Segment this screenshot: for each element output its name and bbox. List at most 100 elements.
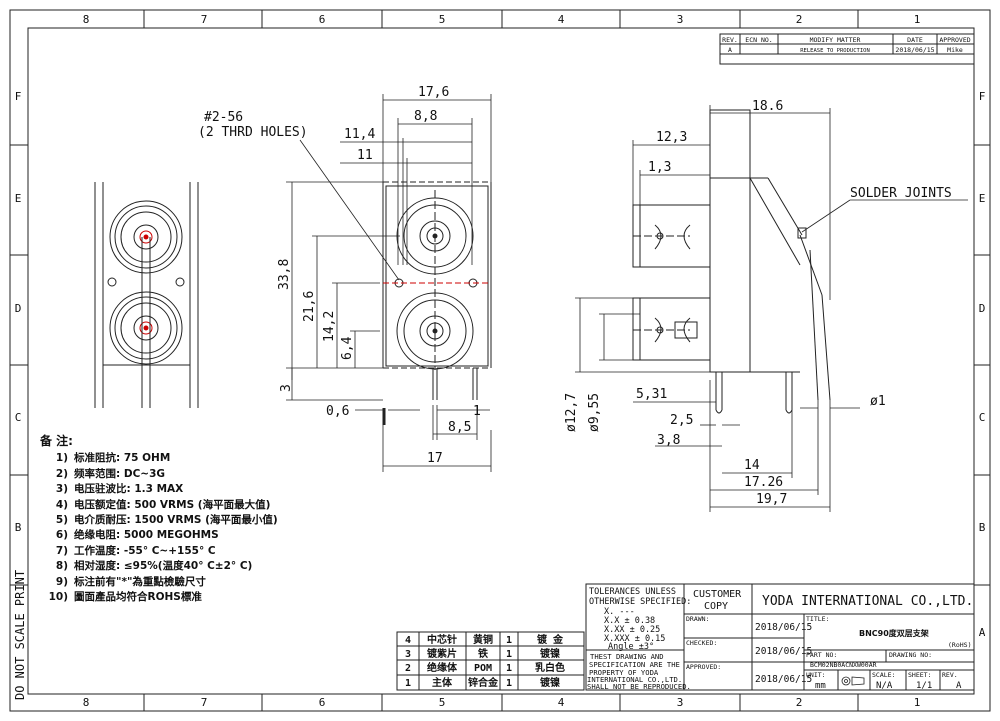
drawing-title: BNC90度双层支架 [859, 628, 929, 638]
bom-cell: 1 [506, 635, 512, 646]
row-label-left: E [15, 192, 22, 205]
note-number: 5) [55, 514, 68, 527]
note-text: 标准阻抗: 75 OHM [74, 452, 171, 465]
bom-cell: 镀 金 [537, 633, 564, 646]
dim-dia-9-55: ø9,55 [587, 393, 602, 432]
side-dimensions [575, 105, 968, 512]
bom-cell: POM [474, 663, 492, 674]
row-label-right: B [979, 521, 986, 534]
front-dimensions [286, 94, 492, 472]
scale-label: SCALE: [872, 671, 895, 679]
note-item: 3)电压驻波比: 1.3 MAX [40, 482, 370, 497]
sheet-value: 1/1 [916, 681, 932, 691]
dim-1-3: 1,3 [648, 160, 671, 175]
col-label-bottom: 2 [796, 696, 803, 709]
side-view [632, 109, 831, 414]
note-text: 标注前有"*"為重點檢驗尺寸 [74, 575, 206, 588]
note-item: 7)工作温度: -55° C~+155° C [40, 544, 370, 559]
rev-value: A [956, 681, 962, 691]
note-text: 电压额定值: 500 VRMS (海平面最大值) [74, 498, 271, 511]
dim-18-6: 18.6 [752, 99, 783, 114]
rev-cell: RELEASE TO PRODUCTION [800, 48, 870, 54]
scale-value: N/A [876, 681, 893, 691]
sheet-label: SHEET: [908, 671, 931, 679]
row-label-right: E [979, 192, 986, 205]
dim-14-2: 14,2 [322, 311, 337, 342]
note-number: 1) [55, 452, 68, 465]
callout-thread-holes: (2 THRD HOLES) [198, 125, 308, 140]
col-label-top: 2 [796, 13, 803, 26]
note-item: 4) 电压额定值: 500 VRMS (海平面最大值) [40, 498, 370, 513]
customer-copy: CUSTOMER [693, 589, 742, 600]
front-view [382, 181, 492, 425]
col-label-bottom: 6 [319, 696, 326, 709]
note-text: 圖面產品均符合ROHS標准 [74, 591, 202, 604]
bom-cell: 1 [506, 678, 512, 689]
drawing-frame [9, 9, 991, 712]
title-label: TITLE: [806, 615, 829, 623]
dim-21-6: 21,6 [302, 291, 317, 322]
dim-3: 3 [279, 384, 294, 392]
note-text: 绝缘电阻: 5000 MEGOHMS [74, 529, 219, 542]
rev-cell: 2018/06/15 [895, 46, 934, 54]
notes-title: 备 注: [40, 434, 73, 448]
tolerance-row: X.XX ± 0.25 [604, 625, 660, 635]
dim-dia-1: ø1 [870, 394, 886, 409]
bom-cell: 铁 [478, 647, 488, 660]
checked-label: CHECKED: [686, 639, 717, 647]
bom-table: 4 中芯针 黄铜 1 镀 金 3 镀紫片 铁 1 镀镍 2 绝缘体 POM 1 … [396, 631, 585, 691]
rev-label: REV. [942, 671, 958, 679]
bom-cell: 4 [405, 635, 411, 646]
col-label-top: 5 [439, 13, 446, 26]
col-label-bottom: 5 [439, 696, 446, 709]
dim-17-6: 17,6 [418, 85, 449, 100]
dim-5-31: 5,31 [636, 387, 667, 402]
rev-header: ECN NO. [745, 36, 772, 44]
bom-cell: 1 [506, 663, 512, 674]
row-label-right: D [979, 302, 986, 315]
unit-label: UNIT: [806, 671, 826, 679]
rohs-tag: (RoHS) [948, 641, 971, 649]
rev-header: APPROVED [939, 36, 970, 44]
rev-header: DATE [907, 36, 923, 44]
note-text: 频率范围: DC~3G [74, 467, 165, 480]
note-item: 10)圖面產品均符合ROHS標准 [40, 590, 370, 605]
drawing-no-label: DRAWING NO: [889, 651, 932, 659]
bom-cell: 黄铜 [473, 633, 493, 646]
note-item: 2)频率范围: DC~3G [40, 467, 370, 482]
note-item: 8)相对湿度: ≤95%(温度40° C±2° C) [40, 559, 370, 574]
dim-8-5: 8,5 [448, 420, 471, 435]
drawn-date: 2018/06/15 [755, 622, 812, 633]
note-item: 5)电介质耐压: 1500 VRMS (海平面最小值) [40, 513, 370, 528]
row-label-left: D [15, 302, 22, 315]
tolerance-title: OTHERWISE SPECIFIED: [589, 597, 691, 607]
tolerance-row: X.XXX ± 0.15 [604, 634, 665, 644]
dim-1: 1 [473, 404, 481, 419]
col-label-bottom: 4 [558, 696, 565, 709]
dim-11: 11 [357, 148, 373, 163]
bom-cell: 2 [405, 663, 411, 674]
row-label-left: C [15, 411, 22, 424]
bom-cell: 绝缘体 [427, 661, 458, 674]
bom-cell: 1 [506, 649, 512, 660]
dim-17-26: 17.26 [744, 475, 783, 490]
bom-cell: 1 [405, 678, 411, 689]
dim-8-8: 8,8 [414, 109, 437, 124]
col-label-top: 6 [319, 13, 326, 26]
note-text: 电压驻波比: 1.3 MAX [74, 483, 184, 496]
tolerance-row: X. --- [604, 607, 635, 617]
tolerance-row: X.X ± 0.38 [604, 616, 655, 626]
rev-cell: A [728, 46, 732, 54]
note-number: 6) [55, 529, 68, 542]
note-number: 4) [55, 498, 68, 511]
dim-14: 14 [744, 458, 760, 473]
dim-33-8: 33,8 [277, 259, 292, 290]
note-number: 7) [55, 544, 68, 557]
note-text: 相对湿度: ≤95%(温度40° C±2° C) [74, 560, 253, 573]
left-view [94, 182, 199, 408]
ownership-notice: PROPERTY OF YODA [589, 668, 659, 677]
col-label-top: 8 [83, 13, 90, 26]
bom-cell: 镀镍 [540, 647, 560, 660]
row-label-right: F [979, 90, 986, 103]
notes-panel: 备 注: 1) 标准阻抗: 75 OHM 2)频率范围: DC~3G 3)电压驻波… [40, 434, 370, 605]
